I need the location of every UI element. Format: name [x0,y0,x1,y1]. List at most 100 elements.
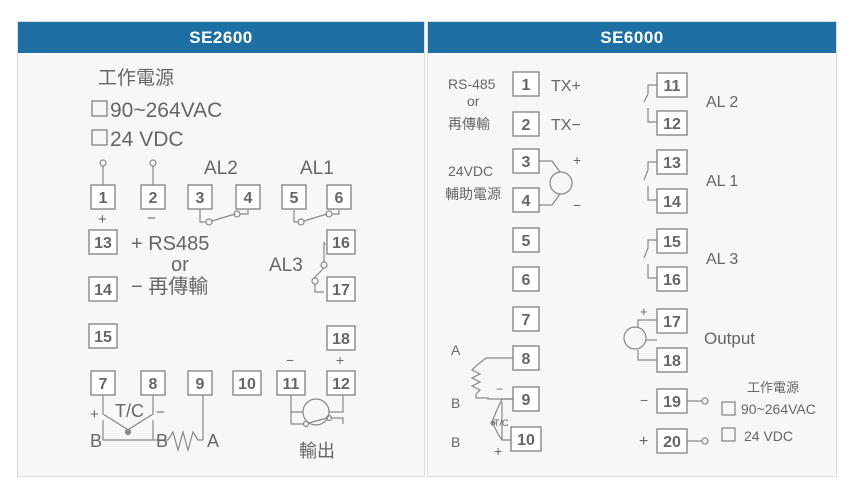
svg-text:15: 15 [663,234,681,251]
svg-text:11: 11 [664,78,681,95]
se6000-panel: SE6000 [427,21,837,477]
svg-text:8: 8 [149,376,158,393]
a-label-r: A [451,342,461,358]
terminal-12: 12 [326,370,356,396]
svg-text:7: 7 [522,312,531,329]
terminal-9: 9 [187,370,213,396]
terminal-r10: 10 [510,426,542,452]
aux-label: 輔助電源 [445,186,501,202]
svg-text:5: 5 [290,190,299,207]
terminal-r11: 11 [656,72,688,98]
se6000-diagram: 1 2 3 4 5 6 7 8 9 10 11 12 13 14 15 16 1… [445,71,816,459]
terminal-r7: 7 [512,306,540,332]
svg-text:8: 8 [522,351,531,368]
svg-text:15: 15 [94,329,112,346]
terminal-18: 18 [326,325,356,351]
terminal-3: 3 [187,184,213,210]
tc-label: T/C [115,401,144,421]
svg-text:1: 1 [522,77,531,94]
b-label-2: B [156,431,168,451]
minus-8: − [156,404,165,421]
svg-text:12: 12 [332,376,350,393]
svg-text:5: 5 [522,233,531,250]
svg-text:16: 16 [663,272,681,289]
svg-text:2: 2 [522,117,531,134]
minus-r4: − [573,197,581,213]
terminal-r4: 4 [512,187,540,213]
svg-text:3: 3 [196,190,205,207]
terminal-r2: 2 [512,111,540,137]
plus-r3: + [573,152,581,168]
terminal-11: 11 [276,370,306,396]
rs485-line: + RS485 [131,233,209,255]
minus-r19: − [640,392,648,408]
svg-text:19: 19 [663,394,681,411]
terminal-1: 1 [90,184,116,210]
b-label-r1: B [451,395,460,411]
terminal-r19: 19 [656,388,688,414]
b-label-r2: B [451,434,460,450]
svg-text:14: 14 [663,194,681,211]
terminal-r5: 5 [512,227,540,253]
svg-text:17: 17 [332,282,350,299]
terminal-2: 2 [140,184,166,210]
svg-text:10: 10 [517,432,535,449]
svg-text:9: 9 [196,376,205,393]
svg-text:13: 13 [94,235,112,252]
svg-text:16: 16 [332,235,350,252]
terminal-5: 5 [281,184,307,210]
rs485-label: RS-485 [448,76,496,92]
vdc-label: 24VDC [448,163,493,179]
terminal-r3: 3 [512,148,540,174]
checkbox-dc [91,129,108,146]
checkbox-ac-r [721,401,736,416]
power-ac: 90~264VAC [110,99,222,122]
se2600-panel: SE2600 工作電源 90~264VAC 24 VDC AL2 AL1 [17,21,425,477]
svg-text:20: 20 [663,434,681,451]
svg-text:1: 1 [99,190,108,207]
terminal-r12: 12 [656,110,688,136]
al1-label: AL1 [300,158,334,179]
al3-label: AL3 [269,255,303,276]
power-title-r: 工作電源 [747,380,799,395]
al2-label: AL2 [204,158,238,179]
plus-r17: + [640,304,648,319]
terminal-r13: 13 [656,149,688,175]
terminal-10: 10 [232,370,262,396]
svg-text:9: 9 [522,392,531,409]
svg-text:4: 4 [244,190,253,207]
output-label: 輸出 [299,441,335,461]
se2600-diagram: 工作電源 90~264VAC 24 VDC AL2 AL1 [88,67,356,461]
power-dc: 24 VDC [110,128,184,151]
terminal-r17: 17 [656,308,688,334]
tx-minus: TX− [551,117,581,134]
al3-label-r: AL 3 [706,251,738,268]
terminal-7: 7 [90,370,116,396]
plus-12: + [336,352,344,368]
terminal-13: 13 [88,229,118,255]
checkbox-dc-r [721,427,736,442]
svg-text:2: 2 [149,190,158,207]
plus-r20: + [639,433,648,450]
terminal-14: 14 [88,276,118,302]
plus-7: + [90,406,99,423]
plus-r10: + [494,443,502,459]
a-label: A [207,431,219,451]
terminal-r1: 1 [512,71,540,97]
terminal-17: 17 [326,276,356,302]
svg-text:14: 14 [94,282,112,299]
svg-text:6: 6 [335,190,344,207]
minus-2: − [147,210,156,227]
svg-text:12: 12 [663,116,681,133]
terminal-4: 4 [235,184,261,210]
terminal-r16: 16 [656,266,688,292]
svg-text:11: 11 [283,376,300,393]
terminal-r9: 9 [512,386,540,412]
terminal-8: 8 [140,370,166,396]
svg-text:4: 4 [522,193,531,210]
svg-text:10: 10 [238,376,256,393]
al1-label-r: AL 1 [706,173,738,190]
terminal-r8: 8 [512,345,540,371]
retrans-line: − 再傳輸 [131,275,208,298]
output-label-r: Output [704,329,755,348]
